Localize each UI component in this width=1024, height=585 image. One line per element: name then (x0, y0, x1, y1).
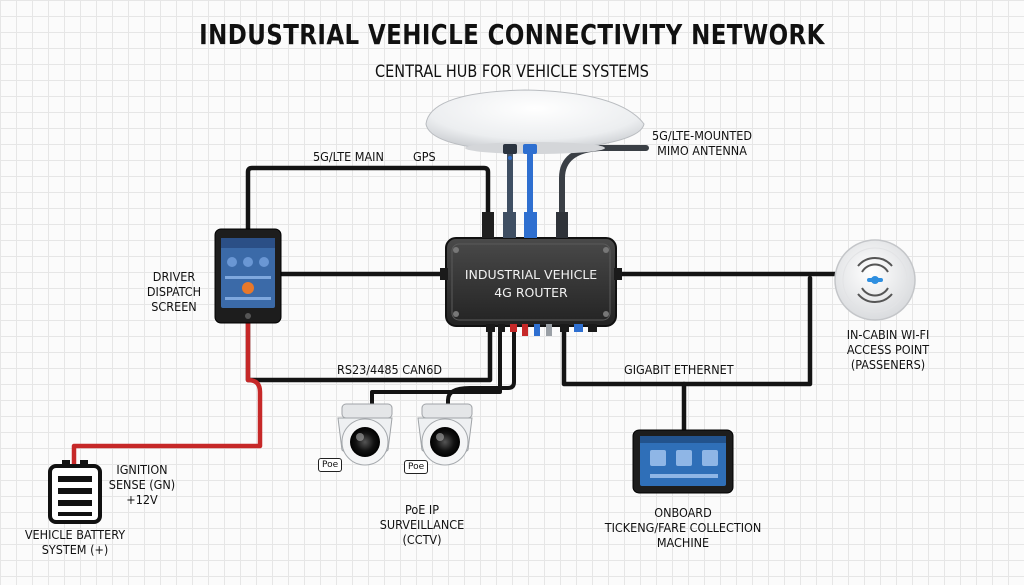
battery-label: VEHICLE BATTERY SYSTEM (+) (10, 527, 140, 557)
ticketing-label-line2: TICKENG/FARE COLLECTION (604, 520, 762, 535)
main-antenna-label: 5G/LTE MAIN (313, 149, 384, 164)
ethernet-label: GIGABIT ETHERNET (624, 362, 734, 377)
ethernet-cable (561, 275, 813, 387)
poe-badge: Poe (404, 460, 429, 474)
router-label-line1: INDUSTRIAL VEHICLE (465, 267, 597, 282)
battery-label-line1: VEHICLE BATTERY (24, 527, 126, 542)
battery-label-line2: SYSTEM (+) (41, 542, 109, 557)
main-antenna-cable (245, 165, 491, 239)
wifi-ap-label-line1: IN-CABIN WI-FI (846, 327, 930, 342)
mimo-antenna-label: 5G/LTE-MOUNTED MIMO ANTENNA (652, 128, 752, 158)
poe-badge: Poe (318, 458, 343, 472)
mimo-cable (559, 145, 649, 215)
wifi-ap-label-line2: ACCESS POINT (846, 342, 930, 357)
wifi-ap-label: IN-CABIN WI-FI ACCESS POINT (PASSENERS) (828, 327, 948, 372)
ticket-terminal-icon (632, 429, 734, 494)
driver-screen-label-line2: DISPATCH (146, 284, 202, 299)
cables (71, 145, 843, 469)
cctv-camera-icon (417, 403, 473, 466)
ignition-power-cable (71, 319, 263, 469)
ticketing-label: ONBOARD TICKENG/FARE COLLECTION MACHINE (578, 505, 788, 550)
dome-antenna-icon (425, 89, 645, 160)
ignition-label: IGNITION SENSE (GN) +12V (100, 462, 184, 507)
wifi-access-point-icon (834, 239, 916, 321)
tablet-icon (214, 228, 282, 324)
ignition-label-line3: +12V (126, 492, 158, 507)
diagram-subtitle: CENTRAL HUB FOR VEHICLE SYSTEMS (375, 62, 649, 82)
wifi-ap-label-line3: (PASSENERS) (850, 357, 926, 372)
cameras-label-line3: (CCTV) (402, 532, 442, 547)
router-label-line2: 4G ROUTER (494, 285, 568, 300)
gps-label: GPS (413, 149, 436, 164)
ticketing-label-line1: ONBOARD (654, 505, 712, 520)
mimo-antenna-label-line2: MIMO ANTENNA (657, 143, 747, 158)
ignition-label-line2: SENSE (GN) (108, 477, 176, 492)
cctv-camera-icon (337, 403, 393, 466)
mimo-antenna-label-line1: 5G/LTE-MOUNTED (652, 128, 753, 143)
battery-icon (48, 460, 102, 524)
camera1-cable (370, 324, 502, 412)
cameras-label: PoE IP SURVEILLANCE (CCTV) (372, 502, 472, 547)
ticketing-label-line3: MACHINE (656, 535, 710, 550)
driver-screen-label-line1: DRIVER (152, 269, 196, 284)
cameras-label-line1: PoE IP (405, 502, 439, 517)
camera2-cable (446, 324, 516, 412)
cameras-label-line2: SURVEILLANCE (379, 517, 465, 532)
ignition-label-line1: IGNITION (116, 462, 168, 477)
router-icon: INDUSTRIAL VEHICLE 4G ROUTER (440, 212, 622, 336)
serial-bus-label: RS23/4485 CAN6D (337, 362, 443, 377)
driver-screen-label: DRIVER DISPATCH SCREEN (138, 269, 210, 314)
diagram-title: INDUSTRIAL VEHICLE CONNECTIVITY NETWORK (199, 18, 825, 51)
driver-screen-label-line3: SCREEN (151, 299, 197, 314)
